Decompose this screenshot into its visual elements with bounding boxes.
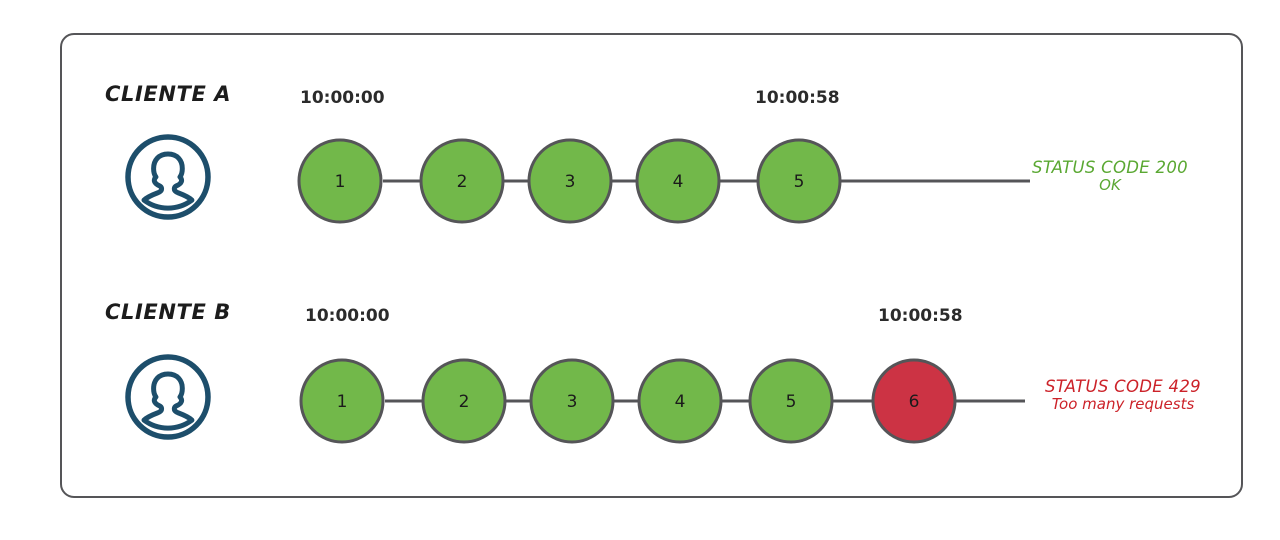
svg-text:3: 3	[567, 392, 578, 412]
client-a-request-chain: 1 2 3 4 5	[295, 133, 1035, 233]
node-1: 1	[297, 138, 383, 224]
svg-text:6: 6	[909, 392, 920, 412]
client-a-status-line1: STATUS CODE 200	[1032, 158, 1188, 177]
client-b-label: CLIENTE B	[105, 300, 231, 324]
node-3: 3	[527, 138, 613, 224]
svg-text:1: 1	[335, 172, 346, 192]
svg-text:3: 3	[565, 172, 576, 192]
user-avatar-icon	[124, 353, 212, 441]
svg-text:2: 2	[457, 172, 468, 192]
node-3: 3	[529, 358, 615, 444]
svg-text:2: 2	[459, 392, 470, 412]
svg-text:4: 4	[673, 172, 684, 192]
client-b-request-chain: 1 2 3 4 5	[297, 353, 1037, 453]
client-b-status-badge: STATUS CODE 429 Too many requests	[1028, 377, 1218, 414]
svg-text:5: 5	[794, 172, 805, 192]
node-5: 5	[748, 358, 834, 444]
node-6: 6	[871, 358, 957, 444]
svg-text:4: 4	[675, 392, 686, 412]
client-a-label: CLIENTE A	[105, 82, 232, 106]
node-2: 2	[421, 358, 507, 444]
node-4: 4	[635, 138, 721, 224]
svg-text:1: 1	[337, 392, 348, 412]
user-avatar-icon	[124, 133, 212, 221]
node-2: 2	[419, 138, 505, 224]
client-a-timestamp-start: 10:00:00	[300, 88, 385, 108]
client-b-timestamp-start: 10:00:00	[305, 306, 390, 326]
node-4: 4	[637, 358, 723, 444]
svg-text:5: 5	[786, 392, 797, 412]
client-a-timestamp-end: 10:00:58	[755, 88, 840, 108]
client-b-timestamp-end: 10:00:58	[878, 306, 963, 326]
client-a-status-badge: STATUS CODE 200 OK	[1025, 158, 1195, 195]
node-5: 5	[756, 138, 842, 224]
client-b-status-line1: STATUS CODE 429	[1045, 377, 1201, 396]
client-a-status-line2: OK	[1099, 176, 1121, 195]
node-1: 1	[299, 358, 385, 444]
client-b-status-line2: Too many requests	[1051, 395, 1195, 414]
